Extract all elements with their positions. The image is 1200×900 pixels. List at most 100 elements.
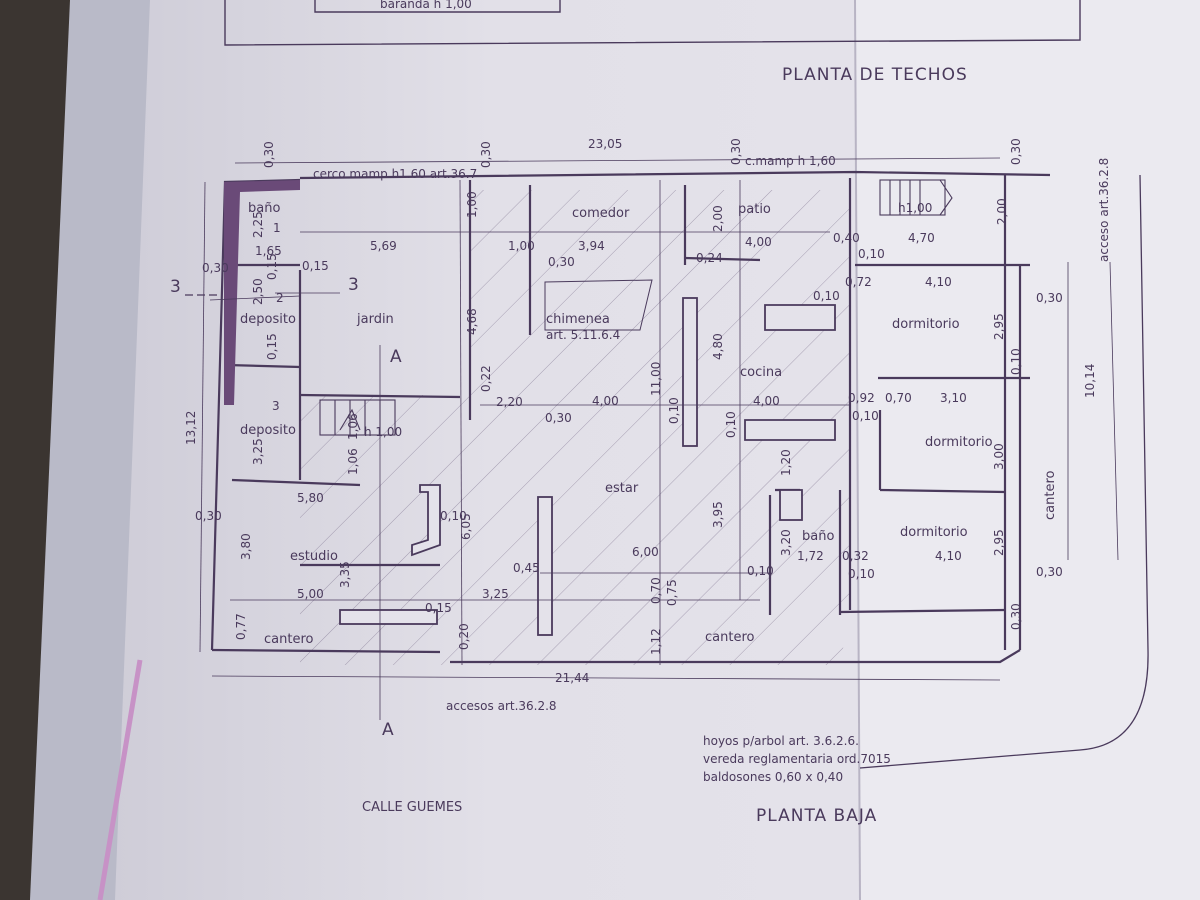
svg-text:0,32: 0,32 — [842, 549, 869, 563]
svg-text:5,69: 5,69 — [370, 239, 397, 253]
svg-text:1,00: 1,00 — [465, 191, 479, 218]
section-a-top: A — [390, 347, 403, 367]
svg-text:1,06: 1,06 — [346, 448, 360, 475]
svg-text:3,00: 3,00 — [992, 443, 1006, 470]
svg-text:3,10: 3,10 — [940, 391, 967, 405]
room-estudio: estudio — [290, 549, 338, 564]
svg-text:0,15: 0,15 — [265, 253, 279, 280]
svg-text:0,15: 0,15 — [265, 333, 279, 360]
note-tree-holes: hoyos p/arbol art. 3.6.2.6. — [703, 734, 859, 748]
svg-text:2,25: 2,25 — [251, 211, 265, 238]
svg-text:5,00: 5,00 — [297, 587, 324, 601]
svg-text:1,00: 1,00 — [508, 239, 535, 253]
svg-text:0,30: 0,30 — [729, 138, 743, 165]
svg-text:3,95: 3,95 — [711, 501, 725, 528]
svg-text:0,10: 0,10 — [667, 397, 681, 424]
svg-text:4,00: 4,00 — [592, 394, 619, 408]
svg-text:0,15: 0,15 — [302, 259, 329, 273]
street-name: CALLE GUEMES — [362, 800, 462, 815]
room-comedor: comedor — [572, 206, 630, 221]
svg-text:3,25: 3,25 — [482, 587, 509, 601]
room-bano-1: baño — [248, 201, 280, 216]
pink-string — [97, 659, 143, 900]
svg-text:0,10: 0,10 — [440, 509, 467, 523]
stairs — [319, 179, 953, 436]
svg-text:0,70: 0,70 — [649, 577, 663, 604]
svg-text:4,10: 4,10 — [925, 275, 952, 289]
svg-text:2,00: 2,00 — [995, 198, 1009, 225]
section-3-left: 3 — [170, 277, 182, 297]
roof-plan-remnant — [224, 0, 1081, 46]
svg-text:0,10: 0,10 — [724, 411, 738, 438]
room-cantero-1: cantero — [264, 632, 314, 647]
svg-text:4,70: 4,70 — [908, 231, 935, 245]
svg-text:0,30: 0,30 — [545, 411, 572, 425]
dim-total-width-bottom: 21,44 — [555, 671, 589, 685]
svg-text:3,80: 3,80 — [239, 533, 253, 560]
svg-text:0,40: 0,40 — [833, 231, 860, 245]
svg-text:2,00: 2,00 — [711, 205, 725, 232]
note-tiles: baldosones 0,60 x 0,40 — [703, 770, 843, 784]
section-a-bottom: A — [382, 720, 395, 740]
svg-text:0,30: 0,30 — [195, 509, 222, 523]
svg-text:0,30: 0,30 — [548, 255, 575, 269]
svg-text:0,72: 0,72 — [845, 275, 872, 289]
svg-text:2,95: 2,95 — [992, 313, 1006, 340]
svg-text:1,65: 1,65 — [255, 244, 282, 258]
dimension-lines — [199, 157, 1119, 720]
svg-text:0,24: 0,24 — [696, 251, 723, 265]
ground-floor-title: PLANTA BAJA — [756, 806, 877, 826]
note-chimney: chimenea — [546, 312, 610, 327]
dim-left-height: 13,12 — [184, 411, 198, 445]
svg-text:4,68: 4,68 — [465, 308, 479, 335]
svg-text:2,50: 2,50 — [251, 278, 265, 305]
svg-text:5,80: 5,80 — [297, 491, 324, 505]
room-labels: baño deposito jardin deposito estudio co… — [240, 201, 1058, 647]
room-patio: patio — [738, 202, 771, 217]
note-access-right: acceso art.36.2.8 — [1097, 158, 1111, 262]
note-stair-height-top: h1,00 — [898, 201, 932, 215]
note-stair-height-mid: h 1,00 — [364, 425, 402, 439]
svg-text:0,30: 0,30 — [1009, 603, 1023, 630]
svg-text:0,10: 0,10 — [858, 247, 885, 261]
svg-text:0,10: 0,10 — [747, 564, 774, 578]
svg-text:0,75: 0,75 — [665, 579, 679, 606]
svg-text:2: 2 — [276, 291, 284, 305]
svg-text:4,00: 4,00 — [753, 394, 780, 408]
room-cantero-3: cantero — [1043, 470, 1058, 520]
note-fence-right: c.mamp h 1,60 — [745, 154, 836, 168]
chimney-outline — [544, 279, 653, 331]
wall-blocks — [339, 297, 836, 636]
dimension-labels: 23,05 21,44 13,12 10,14 0,30 0,30 0,30 0… — [184, 137, 1097, 685]
svg-text:2,20: 2,20 — [496, 395, 523, 409]
svg-text:1,72: 1,72 — [797, 549, 824, 563]
room-cantero-2: cantero — [705, 630, 755, 645]
svg-text:0,20: 0,20 — [457, 623, 471, 650]
svg-text:0,30: 0,30 — [1036, 565, 1063, 579]
svg-text:2,95: 2,95 — [992, 529, 1006, 556]
curb-line — [859, 174, 1149, 769]
svg-text:1,20: 1,20 — [779, 449, 793, 476]
room-dormitorio-3: dormitorio — [900, 525, 968, 540]
svg-text:1: 1 — [273, 221, 281, 235]
svg-text:0,70: 0,70 — [885, 391, 912, 405]
svg-text:0,30: 0,30 — [202, 261, 229, 275]
dim-total-width-top: 23,05 — [588, 137, 622, 151]
svg-text:0,10: 0,10 — [813, 289, 840, 303]
room-cocina: cocina — [740, 365, 782, 380]
svg-text:3,20: 3,20 — [779, 529, 793, 556]
dim-right-height: 10,14 — [1083, 364, 1097, 398]
highlighted-wall — [224, 180, 300, 405]
top-strip-text: baranda h 1,00 — [380, 0, 472, 11]
svg-text:1,06: 1,06 — [346, 413, 360, 440]
svg-text:4,10: 4,10 — [935, 549, 962, 563]
room-dormitorio-1: dormitorio — [892, 317, 960, 332]
room-bano-2: baño — [802, 529, 834, 544]
room-estar: estar — [605, 481, 639, 496]
svg-text:6,00: 6,00 — [632, 545, 659, 559]
svg-text:0,77: 0,77 — [234, 613, 248, 640]
svg-text:0,10: 0,10 — [848, 567, 875, 581]
svg-text:0,30: 0,30 — [1009, 138, 1023, 165]
section-3-right: 3 — [348, 275, 360, 295]
